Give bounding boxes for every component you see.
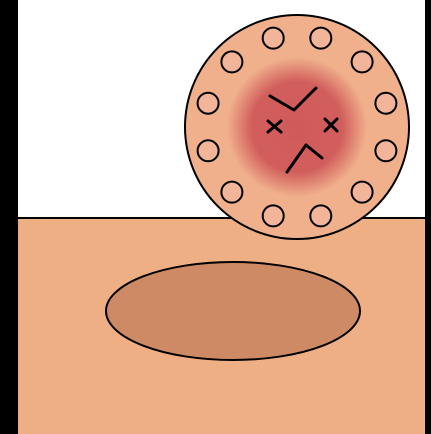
pit-hole xyxy=(106,262,360,360)
bead xyxy=(263,28,284,49)
creature-glow xyxy=(227,57,367,197)
bead xyxy=(375,93,396,114)
bead xyxy=(352,51,373,72)
bead xyxy=(310,205,331,226)
bead xyxy=(352,182,373,203)
bead xyxy=(221,182,242,203)
bead xyxy=(375,140,396,161)
bead xyxy=(310,28,331,49)
round-creature[interactable] xyxy=(185,15,409,239)
bead xyxy=(198,93,219,114)
left-border xyxy=(0,0,18,434)
right-border xyxy=(425,0,431,434)
bead xyxy=(263,205,284,226)
bead xyxy=(198,140,219,161)
bead xyxy=(221,51,242,72)
